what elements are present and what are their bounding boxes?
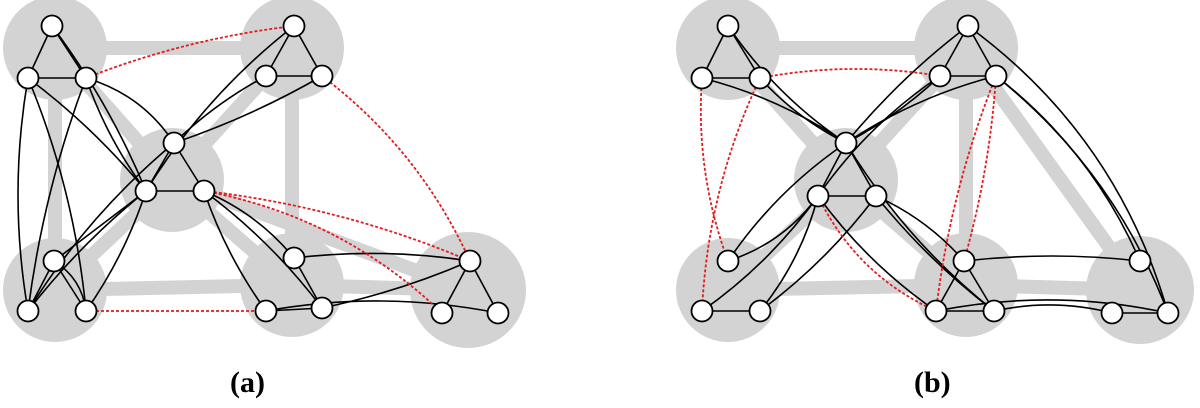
red-dotted-edge-a-2 [203,190,471,262]
node-a-16 [430,301,454,325]
red-dotted-edge-b-1 [699,77,729,262]
node-a-11 [74,299,98,323]
node-b-7 [806,184,830,208]
caption-b: (b) [914,366,951,399]
node-b-8 [864,184,888,208]
node-a-0 [40,14,64,38]
edge-a-33 [321,260,471,309]
edge-b-23 [759,195,877,312]
edge-b-28 [963,255,1141,262]
node-b-16 [1100,301,1124,325]
edge-b-32 [995,75,1141,262]
nodes [690,14,1180,325]
edge-b-20 [845,75,997,144]
node-a-4 [254,64,278,88]
node-a-6 [162,131,186,155]
edge-a-28 [27,190,147,312]
nodes [16,14,510,325]
caption-a: (a) [230,366,265,399]
node-b-6 [834,131,858,155]
node-a-14 [310,296,334,320]
node-b-5 [984,64,1008,88]
edge-b-34 [875,195,995,312]
edge-a-17 [85,77,147,192]
edge-a-22 [173,75,267,144]
node-b-12 [952,249,976,273]
node-a-10 [16,299,40,323]
edge-b-18 [845,25,969,144]
red-dotted-edge-a-4 [203,190,443,314]
edge-b-16 [759,77,847,144]
node-b-4 [928,64,952,88]
node-a-9 [42,249,66,273]
edge-b-35 [759,195,819,312]
edge-b-19 [845,75,941,144]
node-b-10 [690,299,714,323]
edge-a-24 [145,25,295,192]
node-b-9 [716,249,740,273]
edge-a-26 [85,190,147,312]
node-b-2 [748,66,772,90]
edge-b-26 [817,195,937,312]
edge-a-16 [27,77,147,192]
node-a-1 [16,66,40,90]
node-b-3 [956,14,980,38]
edge-a-30 [203,190,323,309]
node-a-7 [134,179,158,203]
node-b-11 [748,299,772,323]
node-a-15 [458,249,482,273]
red-dotted-edge-a-1 [321,75,471,262]
edge-a-31 [203,190,267,312]
edge-b-17 [727,25,847,144]
edge-b-33 [967,25,1169,314]
red-dotted-edge-b-5 [817,195,937,312]
node-a-13 [254,299,278,323]
cluster-a-2 [120,128,224,232]
node-a-8 [192,179,216,203]
red-dotted-edge-b-0 [759,68,941,79]
node-b-15 [1128,249,1152,273]
edge-a-27 [27,142,175,312]
edge-b-29 [993,304,1113,314]
red-dotted-edge-a-0 [85,25,295,79]
cluster-a-5 [410,232,526,348]
node-a-2 [74,66,98,90]
node-a-12 [282,246,306,270]
edge-b-10 [727,142,847,262]
edge-a-23 [173,75,323,144]
edge-a-19 [27,77,87,312]
highlighted-edges [85,25,471,314]
edge-a-21 [85,77,175,144]
edge-b-22 [701,195,819,312]
node-a-5 [310,64,334,88]
node-b-0 [716,14,740,38]
edge-b-24 [817,75,941,197]
edge-a-18 [17,77,29,312]
red-dotted-edge-b-2 [701,77,761,312]
diagram-b [676,0,1194,344]
edge-a-29 [203,190,295,259]
edge-b-30 [935,299,1169,314]
red-dotted-edge-b-3 [963,75,997,262]
edge-a-32 [293,252,471,262]
edge-a-34 [265,300,499,314]
node-a-3 [282,14,306,38]
node-b-13 [924,299,948,323]
node-b-17 [1156,301,1180,325]
diagram-a [3,0,526,348]
node-b-14 [982,299,1006,323]
cluster-b-4 [914,233,1018,337]
highlighted-edges [699,68,997,312]
edge-a-15 [51,25,147,192]
red-dotted-edge-b-4 [935,75,997,312]
node-a-17 [486,301,510,325]
node-b-1 [690,66,714,90]
clusters [3,0,526,348]
edge-a-20 [27,77,87,312]
